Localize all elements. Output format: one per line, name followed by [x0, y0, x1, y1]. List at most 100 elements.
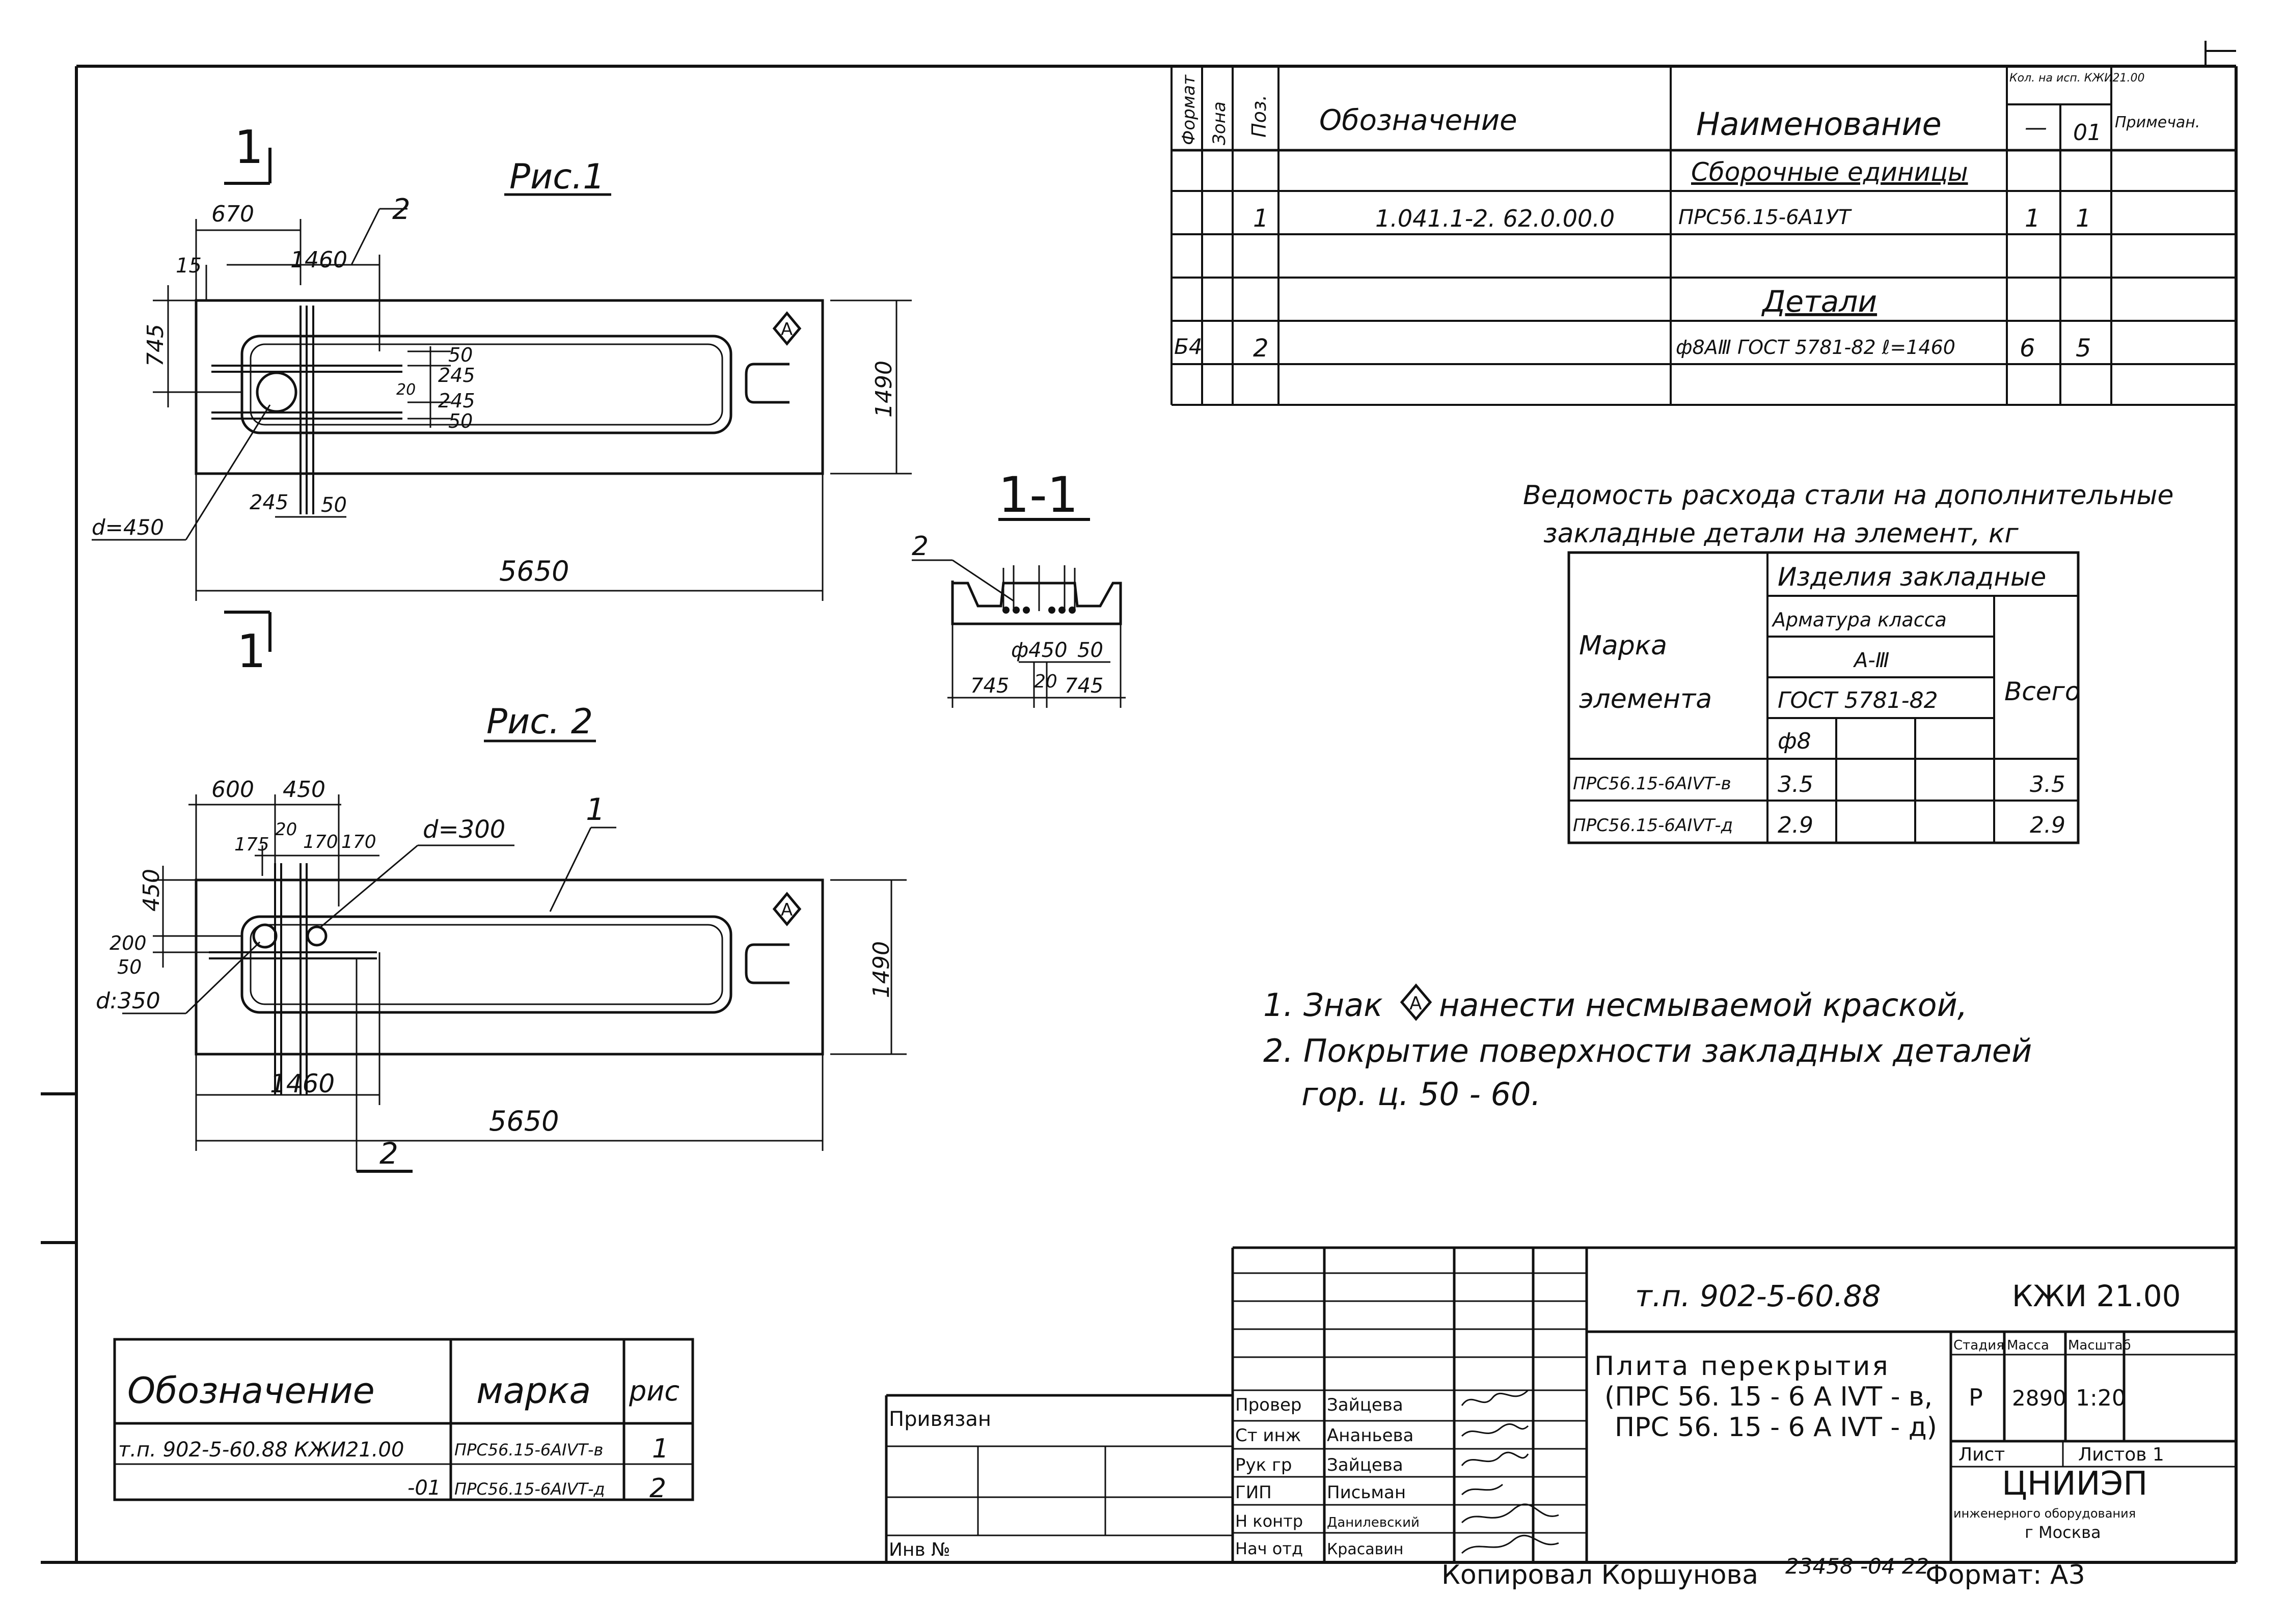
- dim-600: 600: [211, 777, 254, 803]
- name: Ананьева: [1327, 1425, 1413, 1446]
- org-subtitle: инженерного оборудования: [1953, 1506, 2136, 1521]
- drawing-code: КЖИ 21.00: [2012, 1279, 2181, 1313]
- role: Ст инж: [1235, 1425, 1301, 1446]
- drawing-title-line2: (ПРС 56. 15 - 6 А IVТ - в,: [1604, 1382, 1933, 1412]
- svg-text:ПРС56.15-6АIVТ-д: ПРС56.15-6АIVТ-д: [454, 1479, 605, 1499]
- project-number: т.п. 902-5-60.88: [1635, 1279, 1881, 1313]
- title-block: Привязан Инв № Провер Ст инж Рук гр ГИП …: [885, 1246, 2236, 1590]
- svg-text:2.9: 2.9: [2030, 812, 2065, 838]
- svg-text:2.9: 2.9: [1778, 812, 1813, 838]
- steel-h-gost: ГОСТ 5781-82: [1778, 687, 1938, 713]
- mark-h-fig: рис: [629, 1375, 679, 1407]
- sheets-label: Листов 1: [2078, 1444, 2164, 1465]
- specification-table: Формат Зона Поз. Обозначение Наименовани…: [1171, 66, 2236, 406]
- svg-text:Сборочные единицы: Сборочные единицы: [1691, 157, 1968, 187]
- name: Зайцева: [1327, 1395, 1403, 1415]
- col-qty-a: —: [2025, 115, 2047, 141]
- mark-h-mark: марка: [476, 1370, 591, 1412]
- handwritten-signatures: [1461, 1389, 1559, 1554]
- position-label: 2: [912, 531, 929, 562]
- steel-caption-line2: закладные детали на элемент, кг: [1543, 518, 2019, 549]
- dim-5650: 5650: [499, 555, 569, 587]
- dim-745: 745: [1065, 674, 1103, 698]
- col-note: Примечан.: [2115, 114, 2200, 131]
- mark-h-designation: Обозначение: [127, 1370, 375, 1412]
- section-mark-top: 1: [224, 121, 271, 185]
- section-1-1: 1-1 2 ф450 50 745 20 745: [912, 466, 1126, 708]
- role: Н контр: [1235, 1511, 1303, 1531]
- plate-outline: [195, 878, 824, 1056]
- table-row: Детали: [1761, 284, 1877, 319]
- svg-text:3.5: 3.5: [2030, 772, 2065, 797]
- svg-text:6: 6: [2020, 334, 2035, 363]
- table-row: 1 1.041.1-2. 62.0.00.0 ПРС56.15-6А1УТ 1 …: [1253, 204, 2091, 233]
- note-1-text: нанести несмываемой краской,: [1439, 986, 1968, 1024]
- mark-a-icon: А: [772, 311, 802, 346]
- org-name: ЦНИИЭП: [2002, 1465, 2147, 1503]
- steel-h-mark: Марка: [1579, 630, 1667, 661]
- note-2: 2. Покрытие поверхности закладных детале…: [1263, 1032, 2032, 1069]
- svg-text:-01: -01: [407, 1476, 441, 1500]
- section-mark-label: 1: [234, 121, 263, 174]
- dim-450: 450: [139, 869, 165, 912]
- dim-diameter-350: d:350: [96, 988, 160, 1014]
- col-designation: Обозначение: [1319, 104, 1517, 137]
- table-row: Б4 2 ф8АⅢ ГОСТ 5781-82 ℓ=1460 6 5: [1174, 334, 2091, 363]
- svg-text:2: 2: [1253, 334, 1269, 363]
- dim-245: 245: [438, 390, 475, 412]
- dim-745: 745: [970, 674, 1009, 698]
- dim-670: 670: [211, 201, 254, 227]
- notes: 1. Знак А нанести несмываемой краской, 2…: [1263, 983, 2032, 1113]
- dim-20: 20: [396, 381, 416, 399]
- steel-caption-line1: Ведомость расхода стали на дополнительны…: [1523, 480, 2173, 511]
- steel-h-rebar: Арматура класса: [1771, 609, 1947, 631]
- svg-text:ПРС56.15-6АIVТ-в: ПРС56.15-6АIVТ-в: [1573, 774, 1731, 794]
- drawing-title-line1: Плита перекрытия: [1594, 1351, 1890, 1382]
- dim-diameter: d=450: [92, 515, 164, 540]
- plate-outline: [195, 299, 824, 475]
- role: Рук гр: [1235, 1455, 1292, 1475]
- table-row: Сборочные единицы: [1691, 157, 1968, 187]
- dim-phi450: ф450: [1011, 639, 1068, 662]
- hole-d300: [306, 925, 328, 947]
- svg-text:2: 2: [649, 1473, 666, 1504]
- dim-20: 20: [1034, 671, 1057, 692]
- sheet-label: Лист: [1958, 1444, 2005, 1465]
- figure-2: Рис. 2 А: [96, 702, 907, 1173]
- steel-h-phi: ф8: [1778, 728, 1811, 754]
- col-pos: Поз.: [1248, 95, 1270, 137]
- role: Нач отд: [1235, 1539, 1303, 1558]
- dim-170: 170: [341, 832, 376, 852]
- dim-200: 200: [110, 932, 147, 954]
- svg-text:ф8АⅢ ГОСТ 5781-82 ℓ=1460: ф8АⅢ ГОСТ 5781-82 ℓ=1460: [1676, 336, 1955, 359]
- lifting-loop: [745, 363, 790, 404]
- svg-text:т.п. 902-5-60.88 КЖИ21.00: т.п. 902-5-60.88 КЖИ21.00: [118, 1438, 404, 1462]
- svg-text:1.041.1-2. 62.0.00.0: 1.041.1-2. 62.0.00.0: [1375, 205, 1615, 232]
- archive-number: 23458 -04 22: [1785, 1554, 1929, 1579]
- svg-text:1: 1: [1253, 204, 1269, 233]
- role: ГИП: [1235, 1482, 1272, 1503]
- dim-175: 175: [234, 834, 269, 855]
- mark-a-icon: А: [772, 892, 802, 926]
- svg-text:Детали: Детали: [1761, 284, 1877, 319]
- sheet-format: Формат: А3: [1925, 1560, 2085, 1590]
- section-mark-label: 2: [379, 1136, 398, 1171]
- dim-50: 50: [321, 493, 347, 517]
- copied-by: Копировал Коршунова: [1441, 1560, 1758, 1590]
- dim-50: 50: [448, 410, 473, 432]
- svg-text:5: 5: [2076, 334, 2091, 363]
- scale-value: 1:20: [2076, 1385, 2126, 1411]
- dim-50: 50: [117, 956, 142, 978]
- dim-245: 245: [250, 491, 288, 514]
- svg-text:Б4: Б4: [1174, 334, 1203, 359]
- section-title: 1-1: [998, 466, 1078, 524]
- svg-text:3.5: 3.5: [1778, 772, 1813, 797]
- svg-text:А: А: [781, 319, 793, 340]
- dim-diameter-300: d=300: [423, 815, 505, 844]
- dim-450: 450: [283, 777, 325, 803]
- figure-1: Рис.1 1 1 А: [92, 121, 912, 678]
- dim-1490: 1490: [871, 361, 897, 418]
- stage-value: Р: [1969, 1384, 1983, 1411]
- figure-1-title: Рис.1: [509, 157, 605, 197]
